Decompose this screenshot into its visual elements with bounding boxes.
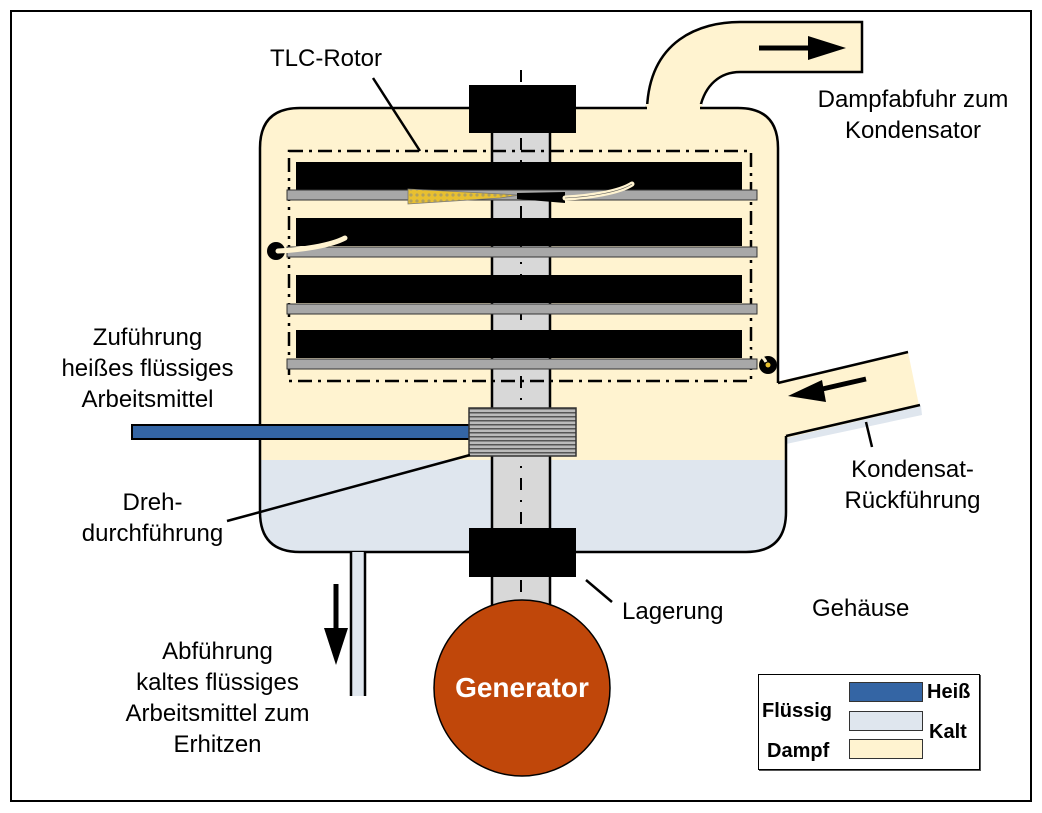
bottom-bearing (469, 528, 576, 577)
label-bearing: Lagerung (622, 598, 724, 625)
label-line: Dreh- (122, 489, 183, 516)
leader-rotary-union (226, 453, 471, 523)
label-line: Arbeitsmittel (81, 386, 214, 413)
top-bearing (469, 85, 576, 133)
legend: Flüssig Dampf Heiß Kalt (758, 674, 980, 770)
rotor-plate (286, 303, 758, 315)
rotor-plate (286, 358, 758, 370)
legend-label-liquid: Flüssig (762, 700, 833, 722)
label-hot-feed: Zuführung heißes flüssiges Arbeitsmittel (40, 322, 255, 415)
label-line: Abführung (162, 638, 273, 665)
leader-bearing (585, 579, 613, 603)
label-line: durchführung (81, 520, 224, 547)
label-line: Zuführung (92, 324, 203, 351)
legend-swatch-cold-liquid (849, 711, 923, 731)
rotor-plate (286, 246, 758, 258)
legend-swatch-vapor (849, 739, 923, 759)
hot-feed-pipe (131, 424, 473, 440)
label-steam-outlet: Dampfabfuhr zum Kondensator (790, 84, 1036, 146)
label-condensate-return: Kondensat- Rückführung (820, 454, 1005, 516)
label-line: Erhitzen (173, 731, 262, 758)
label-tlc-rotor: TLC-Rotor (270, 45, 383, 72)
label-housing: Gehäuse (812, 595, 910, 622)
legend-swatch-hot-liquid (849, 682, 923, 702)
nozzle-jet (407, 188, 521, 205)
rotor-disc (296, 218, 742, 246)
cold-outlet-arrow (324, 584, 348, 665)
legend-label-cold: Kalt (929, 721, 967, 743)
jet-stream (275, 235, 348, 254)
leader-condensate (864, 421, 874, 448)
label-line: Dampfabfuhr zum (817, 86, 1009, 113)
label-line: Kondensat- (851, 456, 974, 483)
tlc-rotor-outline (287, 149, 753, 383)
diagram-frame (10, 10, 1032, 802)
rotor-disc (296, 162, 742, 190)
rotor-disc (296, 275, 742, 303)
steam-flow-arrow (759, 36, 846, 60)
label-line: Arbeitsmittel zum (125, 700, 310, 727)
label-line: kaltes flüssiges (136, 669, 299, 696)
label-generator: Generator (455, 672, 589, 703)
legend-label-vapor: Dampf (767, 740, 830, 762)
label-line: Kondensator (844, 117, 982, 144)
nozzle (517, 192, 565, 203)
condensate-flow-arrow (788, 376, 867, 402)
cold-outlet-pipe (349, 552, 367, 696)
legend-label-hot: Heiß (927, 681, 971, 703)
label-line: Rückführung (844, 487, 981, 514)
label-cold-outlet: Abführung kaltes flüssiges Arbeitsmittel… (95, 636, 340, 760)
generator (433, 599, 611, 777)
label-line: heißes flüssiges (61, 355, 234, 382)
rotor-disc (296, 330, 742, 358)
rotary-union (468, 407, 577, 457)
leader-tlc-rotor (371, 77, 422, 152)
label-rotary-union: Dreh- durchführung (60, 487, 245, 549)
